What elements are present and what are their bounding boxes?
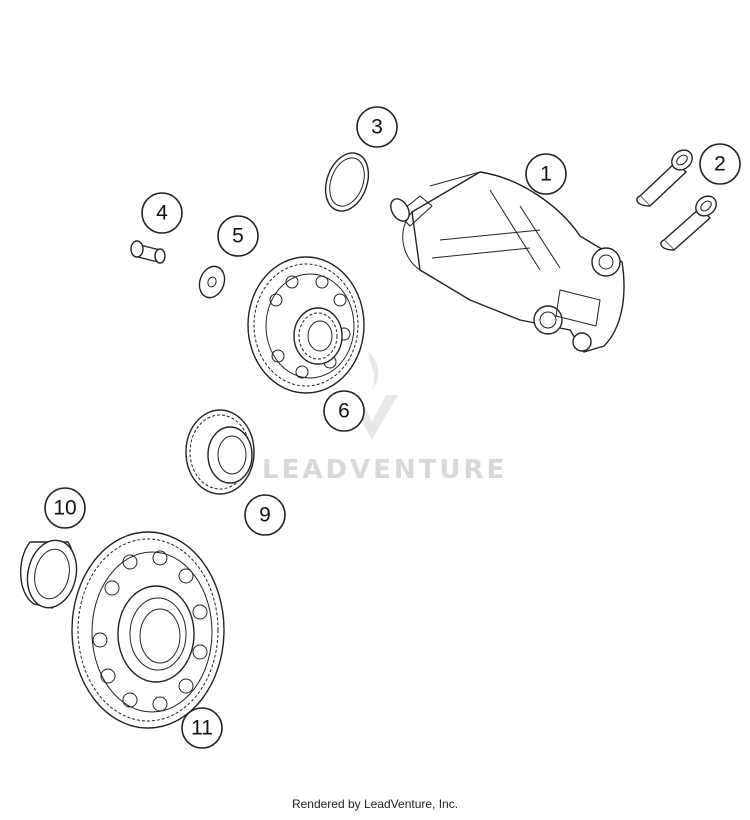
render-credit: Rendered by LeadVenture, Inc. <box>291 797 459 811</box>
o-ring[interactable] <box>318 147 376 217</box>
callout-label: 2 <box>714 153 726 176</box>
callout-2[interactable]: 2 <box>699 143 741 185</box>
callout-4[interactable]: 4 <box>141 192 183 234</box>
callout-6[interactable]: 6 <box>323 390 365 432</box>
bolt-lower[interactable] <box>660 192 720 251</box>
callout-9[interactable]: 9 <box>244 494 286 536</box>
callout-label: 5 <box>232 225 244 248</box>
watermark-text: LEADVENTURE <box>262 455 507 485</box>
intermediate-gear[interactable] <box>247 256 365 394</box>
callout-label: 11 <box>191 717 213 740</box>
small-bolt[interactable] <box>130 240 166 264</box>
callout-label: 6 <box>338 400 350 423</box>
seal-ring[interactable] <box>19 536 83 612</box>
small-gear[interactable] <box>185 409 255 495</box>
callout-10[interactable]: 10 <box>44 487 86 529</box>
large-freewheel-gear[interactable] <box>71 531 225 729</box>
washer[interactable] <box>195 263 228 301</box>
callout-5[interactable]: 5 <box>217 215 259 257</box>
callout-label: 10 <box>53 497 76 520</box>
callout-label: 1 <box>540 163 552 186</box>
starter-motor[interactable] <box>387 171 625 353</box>
callout-label: 3 <box>371 116 383 139</box>
callout-3[interactable]: 3 <box>356 106 398 148</box>
callout-label: 4 <box>156 202 168 225</box>
callout-label: 9 <box>259 504 271 527</box>
callout-11[interactable]: 11 <box>181 707 223 749</box>
bolt-upper[interactable] <box>636 146 696 207</box>
callout-1[interactable]: 1 <box>525 153 567 195</box>
